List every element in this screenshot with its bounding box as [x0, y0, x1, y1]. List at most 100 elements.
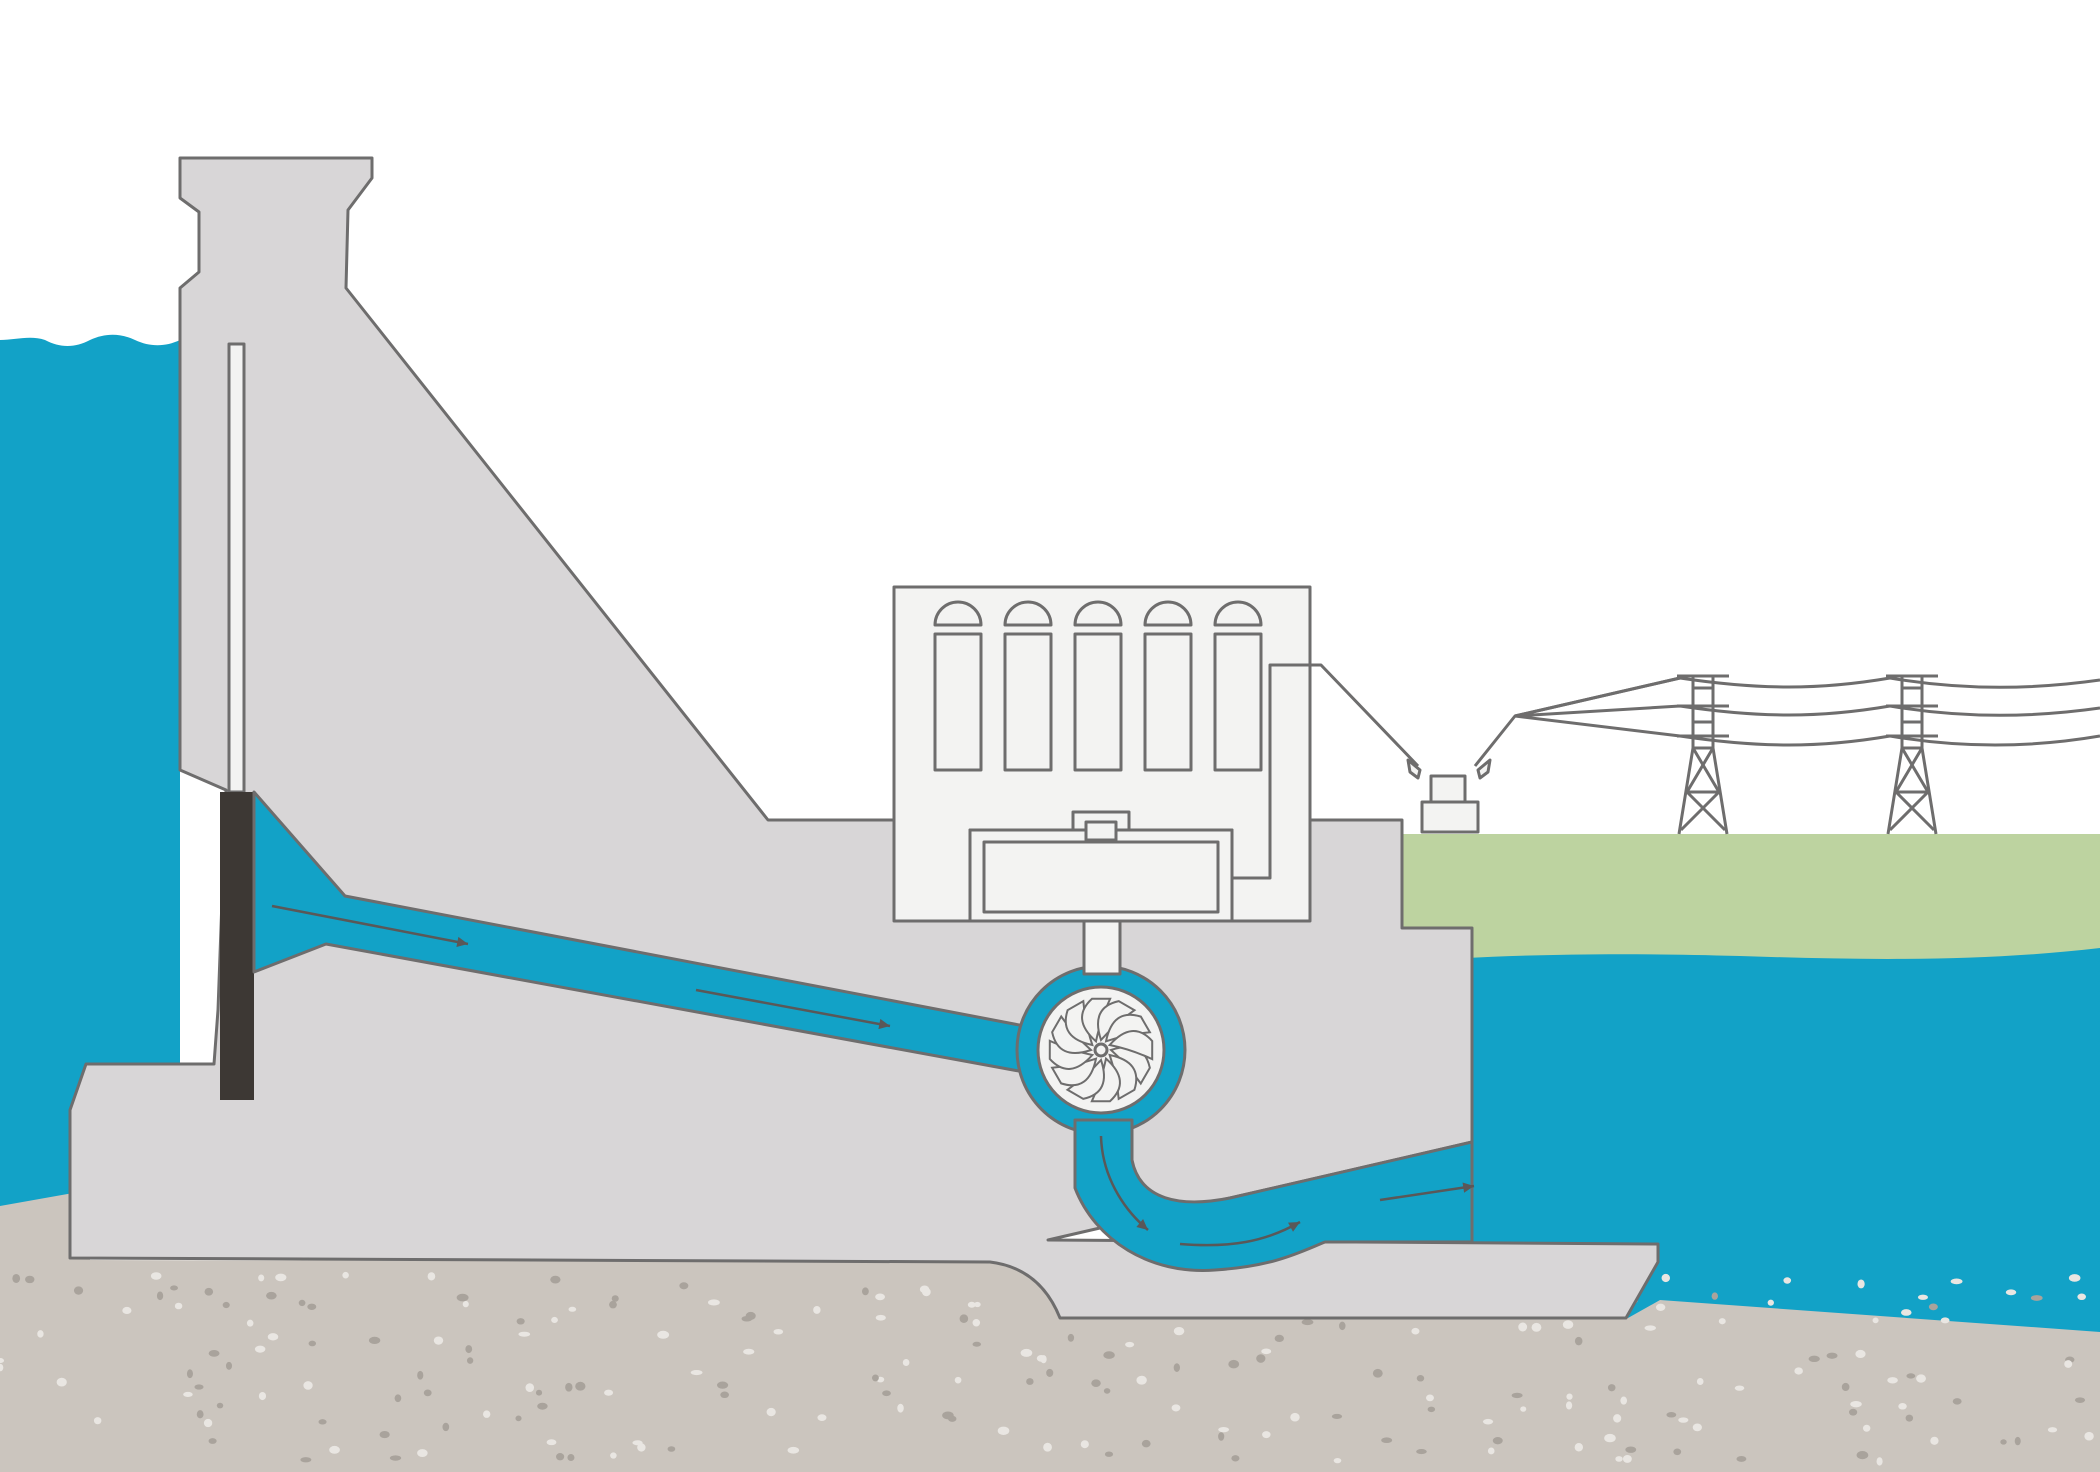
pebble — [1928, 1303, 1938, 1311]
pebble — [204, 1287, 214, 1296]
pebble — [303, 1381, 313, 1390]
pebble — [1103, 1388, 1111, 1394]
pebble — [611, 1295, 619, 1302]
pebble — [368, 1336, 381, 1345]
pebble — [1136, 1375, 1147, 1385]
pebble — [266, 1291, 277, 1300]
pebble — [1103, 1351, 1115, 1359]
turbine-blades — [1048, 997, 1154, 1103]
pebble — [1930, 1436, 1939, 1445]
pebble — [1531, 1322, 1542, 1332]
draft-tube — [1073, 1118, 1474, 1272]
transmission-tower — [1677, 674, 1729, 835]
pebble — [1104, 1451, 1114, 1457]
pebble — [1482, 1418, 1494, 1425]
pebble — [948, 1415, 957, 1422]
pebble — [637, 1443, 646, 1452]
pebble — [546, 1439, 557, 1446]
pebble — [679, 1282, 689, 1290]
pebble — [73, 1286, 84, 1295]
pebble — [1520, 1406, 1527, 1412]
pebble — [1940, 1317, 1950, 1324]
pebble — [318, 1419, 327, 1425]
pebble — [550, 1275, 561, 1284]
pebble — [1826, 1352, 1838, 1359]
pebble — [122, 1306, 132, 1314]
powerhouse-window — [1143, 600, 1193, 772]
pebble — [1661, 1273, 1671, 1283]
pebble — [720, 1391, 729, 1399]
pebble — [1171, 1404, 1181, 1412]
pebble — [972, 1341, 982, 1347]
pebble — [482, 1410, 491, 1418]
pebble — [1905, 1414, 1914, 1422]
turbine-hub — [1093, 1042, 1109, 1058]
pebble — [0, 1363, 4, 1372]
pebble — [875, 1314, 886, 1321]
pebble — [2084, 1431, 2094, 1441]
pebble — [515, 1415, 522, 1422]
pebble — [516, 1318, 525, 1325]
pebble — [1678, 1417, 1689, 1423]
pebble — [967, 1301, 976, 1308]
pebble — [1613, 1414, 1622, 1423]
pebble — [1301, 1319, 1314, 1326]
powerhouse-window — [1073, 600, 1123, 772]
pebble — [1261, 1348, 1272, 1355]
pebble — [258, 1274, 265, 1282]
pebble — [275, 1273, 287, 1282]
pebble — [196, 1410, 204, 1419]
pebble — [575, 1381, 586, 1391]
pebble — [1290, 1412, 1300, 1422]
pebble — [1857, 1279, 1865, 1289]
pebble — [1673, 1448, 1682, 1456]
pebble — [556, 1453, 565, 1461]
pebble — [456, 1293, 469, 1302]
pebble — [974, 1301, 981, 1308]
pebble — [1692, 1423, 1702, 1432]
pebble — [1898, 1402, 1907, 1410]
pebble — [258, 1391, 267, 1401]
pebble — [1262, 1431, 1271, 1439]
pebble — [813, 1305, 821, 1314]
pebble — [150, 1272, 162, 1280]
pebble — [417, 1370, 424, 1380]
pebble — [1841, 1382, 1850, 1392]
pebble — [551, 1316, 558, 1324]
pebble — [902, 1358, 910, 1366]
pebble — [216, 1402, 224, 1409]
pebble — [2047, 1427, 2058, 1433]
pebble — [186, 1369, 193, 1379]
pebble — [1607, 1384, 1616, 1392]
intake-gate-rod — [227, 342, 246, 794]
pebble — [565, 1382, 573, 1392]
pebble — [1916, 1374, 1926, 1383]
pebble — [1339, 1321, 1346, 1331]
pebble — [743, 1348, 755, 1355]
pebble — [1794, 1367, 1803, 1375]
pebble — [537, 1402, 548, 1410]
pebble — [1917, 1294, 1928, 1300]
pebble — [1604, 1433, 1616, 1443]
pebble — [1562, 1320, 1574, 1329]
pebble — [1231, 1455, 1240, 1462]
turbine-blade — [1107, 1030, 1154, 1061]
pebble — [1855, 1349, 1866, 1359]
pebble — [394, 1394, 402, 1403]
pebble — [1900, 1309, 1912, 1316]
pebble — [1666, 1412, 1677, 1418]
flow-arrow — [271, 904, 469, 948]
pebble — [1872, 1317, 1879, 1324]
pebble — [56, 1377, 67, 1387]
intake-gate — [220, 792, 254, 1100]
pebble — [535, 1389, 543, 1396]
pebble — [882, 1390, 891, 1397]
pebble — [423, 1389, 432, 1397]
pebble — [1411, 1327, 1420, 1335]
pebble — [0, 1358, 5, 1364]
transformer-cable — [1473, 676, 1681, 767]
pebble — [1615, 1456, 1623, 1462]
flow-arrow — [1179, 1220, 1301, 1247]
pebble — [861, 1287, 869, 1296]
pebble — [632, 1440, 643, 1446]
